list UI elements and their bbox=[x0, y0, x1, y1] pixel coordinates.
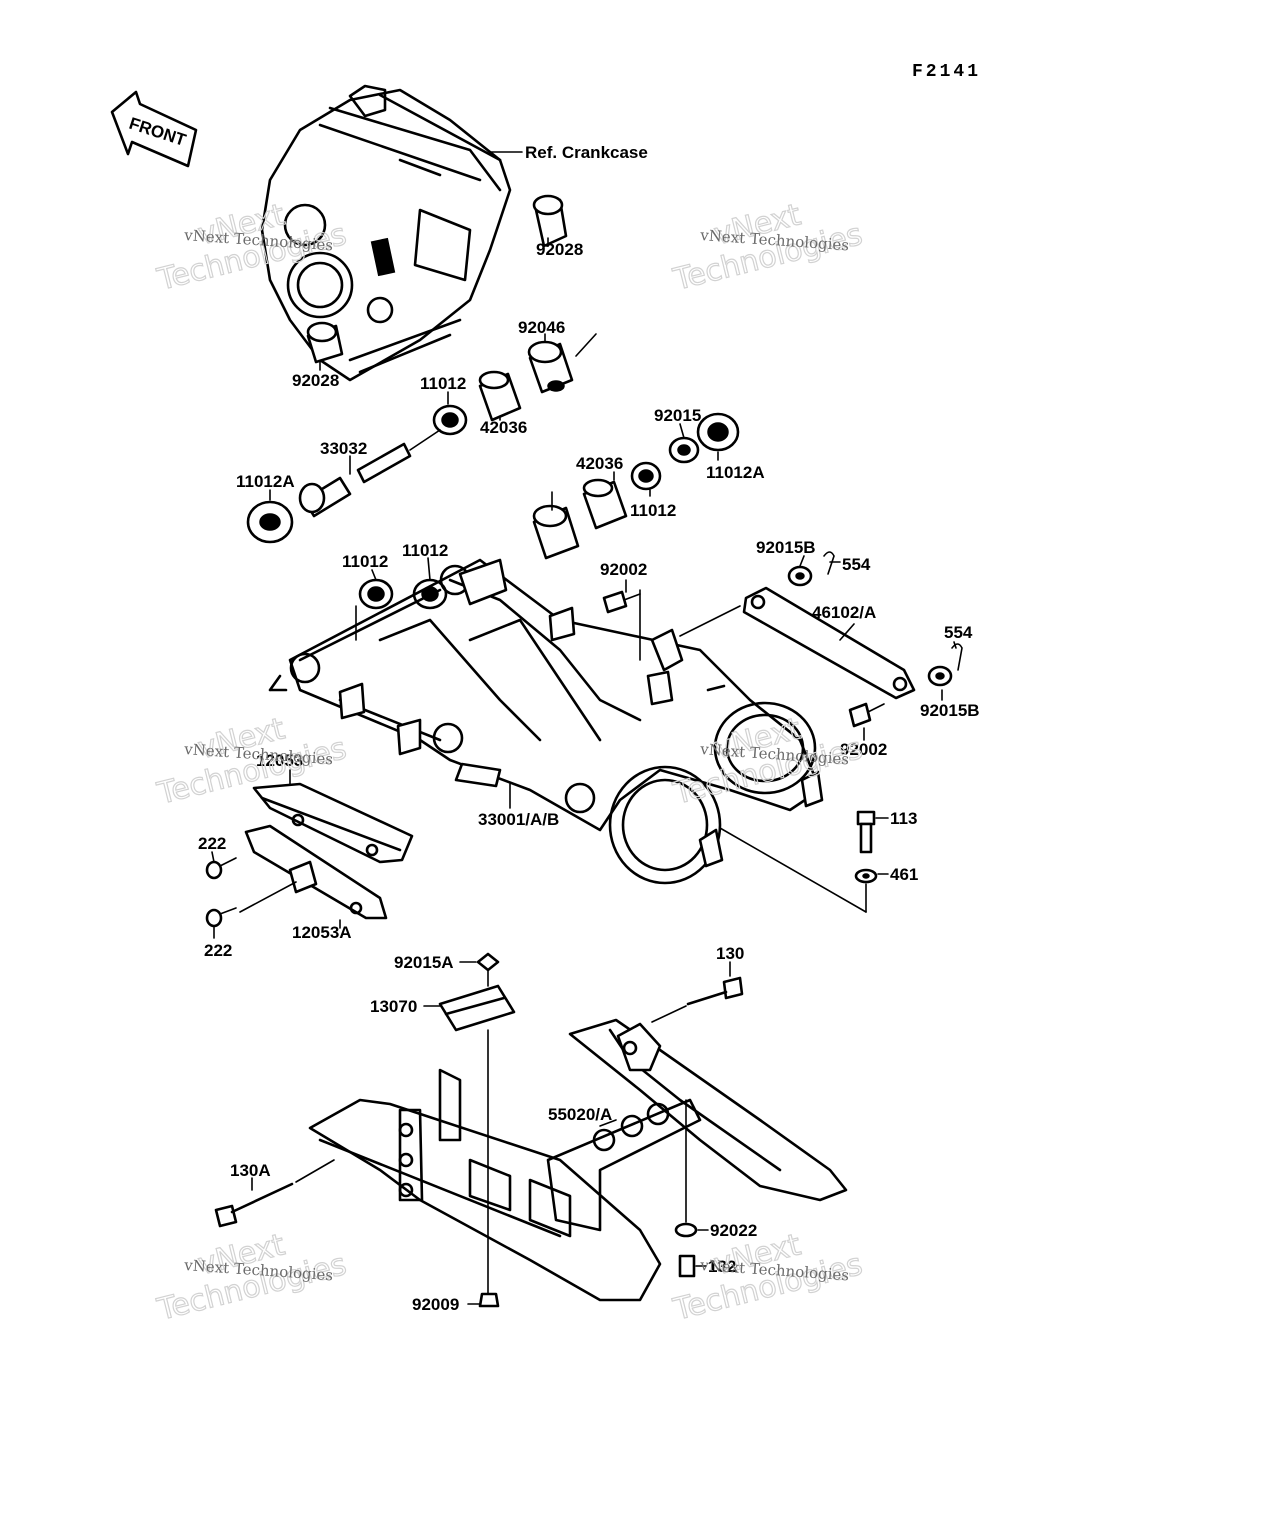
seal-11012-right bbox=[630, 461, 662, 491]
part-label: 92002 bbox=[600, 560, 647, 579]
part-label: 130A bbox=[230, 1161, 271, 1180]
nut-92015B-upper bbox=[787, 565, 813, 587]
part-label: 92002 bbox=[840, 740, 887, 759]
sleeve-42036-lower bbox=[582, 478, 628, 530]
pivot-shaft-33032 bbox=[298, 429, 441, 518]
swing-arm-33001 bbox=[288, 558, 824, 885]
part-label: 13070 bbox=[370, 997, 417, 1016]
part-label: 113 bbox=[890, 809, 917, 828]
watermark-top-right: vNextTechnologies vNext Technologies bbox=[669, 197, 867, 299]
part-label: 222 bbox=[198, 834, 226, 853]
part-label: 42036 bbox=[480, 418, 527, 437]
part-label: 130 bbox=[716, 944, 744, 963]
bearing-lower bbox=[532, 504, 580, 560]
part-label: 92015B bbox=[756, 538, 816, 557]
cotter-pin-554-upper bbox=[823, 551, 835, 575]
screw-222-upper bbox=[205, 857, 237, 880]
part-label: 222 bbox=[204, 941, 232, 960]
collar-92028-lower bbox=[306, 321, 344, 364]
chain-guide-12053 bbox=[252, 782, 414, 864]
figure-code: F2141 bbox=[912, 62, 981, 82]
crankcase-drawing bbox=[260, 84, 512, 382]
part-label: 92046 bbox=[518, 318, 565, 337]
bolt-92002-upper bbox=[602, 590, 641, 614]
part-label: 12053 bbox=[256, 751, 303, 770]
chain-slider-12053A bbox=[244, 824, 388, 920]
seal-11012-upper bbox=[432, 404, 468, 436]
collar-92028-upper bbox=[532, 194, 568, 248]
part-label: 92028 bbox=[292, 371, 339, 390]
bolt-130 bbox=[686, 976, 744, 1006]
part-labels: 92028 92028 92046 11012 42036 33032 1101… bbox=[198, 240, 980, 1314]
part-label: 92022 bbox=[710, 1221, 757, 1240]
reference-label: Ref. Crankcase bbox=[525, 143, 648, 162]
nut-92015B-lower bbox=[927, 665, 953, 687]
part-label: 92009 bbox=[412, 1295, 459, 1314]
part-label: 42036 bbox=[576, 454, 623, 473]
screw-92009 bbox=[478, 1292, 500, 1308]
part-label: 554 bbox=[842, 555, 871, 574]
part-label: 55020/A bbox=[548, 1105, 612, 1124]
part-label: 11012 bbox=[402, 541, 448, 560]
bolt-130A bbox=[214, 1182, 294, 1228]
part-label: 92028 bbox=[536, 240, 583, 259]
part-label: 12053A bbox=[292, 923, 352, 942]
washer-92022 bbox=[674, 1222, 698, 1238]
washer-461 bbox=[854, 868, 878, 884]
part-label: 554 bbox=[944, 623, 973, 642]
part-label: 92015 bbox=[654, 406, 701, 425]
cap-11012A-right bbox=[696, 412, 740, 452]
part-label: 11012 bbox=[630, 501, 676, 520]
cotter-pin-554-lower bbox=[951, 643, 963, 671]
part-label: 92015B bbox=[920, 701, 980, 720]
part-label: 33032 bbox=[320, 439, 367, 458]
leader-lines bbox=[211, 237, 957, 1305]
sleeve-42036-upper bbox=[478, 370, 522, 422]
bolt-132 bbox=[678, 1254, 696, 1278]
torque-link-46102 bbox=[742, 586, 916, 700]
bolt-113 bbox=[856, 810, 876, 854]
part-label: 11012 bbox=[420, 374, 466, 393]
part-label: 461 bbox=[890, 865, 918, 884]
part-label: 33001/A/B bbox=[478, 810, 559, 829]
part-label: 11012 bbox=[342, 552, 388, 571]
holder-13070 bbox=[438, 984, 516, 1032]
bolt-92002-lower bbox=[848, 702, 885, 728]
collar-92015 bbox=[668, 436, 700, 464]
part-label: 92015A bbox=[394, 953, 454, 972]
seal-11012-left-arm bbox=[358, 578, 394, 610]
screw-222-lower bbox=[205, 907, 237, 928]
watermark-bottom-left: vNextTechnologies vNext Technologies bbox=[153, 1227, 351, 1329]
watermark-top-left: vNextTechnologies vNext Technologies bbox=[153, 197, 351, 299]
chain-case-55020 bbox=[308, 1018, 848, 1302]
nut-92015A bbox=[476, 952, 500, 972]
watermark-mid-left: vNextTechnologies vNext Technologies bbox=[153, 711, 351, 813]
part-label: 11012A bbox=[236, 472, 295, 491]
front-arrow-icon: FRONT bbox=[110, 90, 198, 168]
part-label: 132 bbox=[708, 1257, 736, 1276]
cap-11012A-left bbox=[246, 500, 294, 544]
bearing-92046 bbox=[527, 340, 574, 394]
part-label: 46102/A bbox=[812, 603, 876, 622]
part-label: 11012A bbox=[706, 463, 765, 482]
